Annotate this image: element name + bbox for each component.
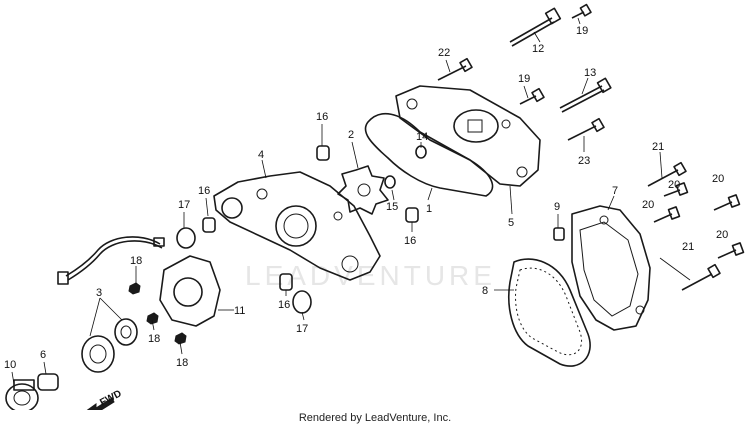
callout-6: 6 — [40, 349, 46, 361]
callout-22: 22 — [438, 47, 450, 59]
bolt-20-b — [653, 206, 681, 223]
callout-2: 2 — [348, 129, 354, 141]
bolt-23 — [567, 117, 605, 141]
callout-12: 12 — [532, 43, 544, 55]
bolt-18-upper — [128, 282, 141, 295]
callout-20-b: 20 — [642, 199, 654, 211]
callout-16-lower: 16 — [278, 299, 290, 311]
watermark: LEADVENTURE — [245, 260, 496, 291]
bolt-21-lower — [681, 263, 721, 291]
callout-19-top: 19 — [576, 25, 588, 37]
callout-21-lower: 21 — [682, 241, 694, 253]
callout-3: 3 — [96, 287, 102, 299]
callout-20-c: 20 — [712, 173, 724, 185]
dowel-16-top — [316, 145, 330, 161]
bolt-13 — [559, 77, 612, 113]
callout-8: 8 — [482, 285, 488, 297]
callout-18-mid: 18 — [148, 333, 160, 345]
callout-labels: 12 19 22 19 13 16 2 14 4 23 21 7 20 20 2… — [4, 25, 728, 371]
bolt-12 — [509, 7, 562, 47]
callout-16-top: 16 — [316, 111, 328, 123]
bolt-19-top — [571, 3, 592, 19]
bolt-19-mid — [519, 87, 545, 105]
o-ring-17-lower — [292, 290, 312, 314]
callout-5: 5 — [508, 217, 514, 229]
gasket-8 — [508, 258, 591, 367]
impeller-2 — [337, 165, 389, 215]
callout-10: 10 — [4, 359, 16, 371]
pump-body-4 — [213, 171, 381, 281]
callout-19-mid: 19 — [518, 73, 530, 85]
callout-7: 7 — [612, 185, 618, 197]
bolt-21-upper — [647, 161, 687, 187]
bolt-20-a — [663, 182, 689, 197]
callout-1: 1 — [426, 203, 432, 215]
pulley-10 — [5, 379, 39, 410]
o-ring-17-top — [176, 227, 196, 249]
leader-lines — [11, 17, 691, 385]
bolt-20-d — [717, 242, 745, 259]
side-cover-7 — [571, 205, 651, 331]
bolt-22 — [437, 57, 473, 81]
callout-15: 15 — [386, 201, 398, 213]
callout-11: 11 — [234, 305, 245, 317]
footer-credit: Rendered by LeadVenture, Inc. — [298, 412, 452, 424]
callout-18-lower: 18 — [176, 357, 188, 369]
bearing-3 — [81, 318, 138, 373]
bolt-20-c — [713, 194, 741, 211]
callout-14: 14 — [416, 131, 428, 143]
callout-17-lower: 17 — [296, 323, 308, 335]
callout-20-d: 20 — [716, 229, 728, 241]
callout-16-right: 16 — [404, 235, 416, 247]
sensor-assembly-11 — [57, 236, 221, 327]
dowel-16-right — [405, 207, 419, 223]
seal-15 — [384, 175, 396, 189]
callout-9: 9 — [554, 201, 560, 213]
collar-6 — [37, 373, 59, 391]
dowel-16-left — [202, 217, 216, 233]
callout-17-top: 17 — [178, 199, 190, 211]
forward-arrow: FWD — [86, 388, 124, 410]
bolt-18-lower — [174, 332, 187, 345]
exploded-view-drawing: LEADVENTURE — [4, 3, 745, 410]
knock-pin-9 — [553, 227, 565, 241]
callout-21-upper: 21 — [652, 141, 664, 153]
bolt-18-mid — [146, 312, 159, 325]
callout-4: 4 — [258, 149, 264, 161]
callout-13: 13 — [584, 67, 596, 79]
water-pump-cover-5 — [395, 85, 541, 187]
callout-20-a: 20 — [668, 179, 680, 191]
forward-label: FWD — [98, 388, 123, 408]
callout-23: 23 — [578, 155, 590, 167]
callout-18-upper: 18 — [130, 255, 142, 267]
callout-16-left: 16 — [198, 185, 210, 197]
